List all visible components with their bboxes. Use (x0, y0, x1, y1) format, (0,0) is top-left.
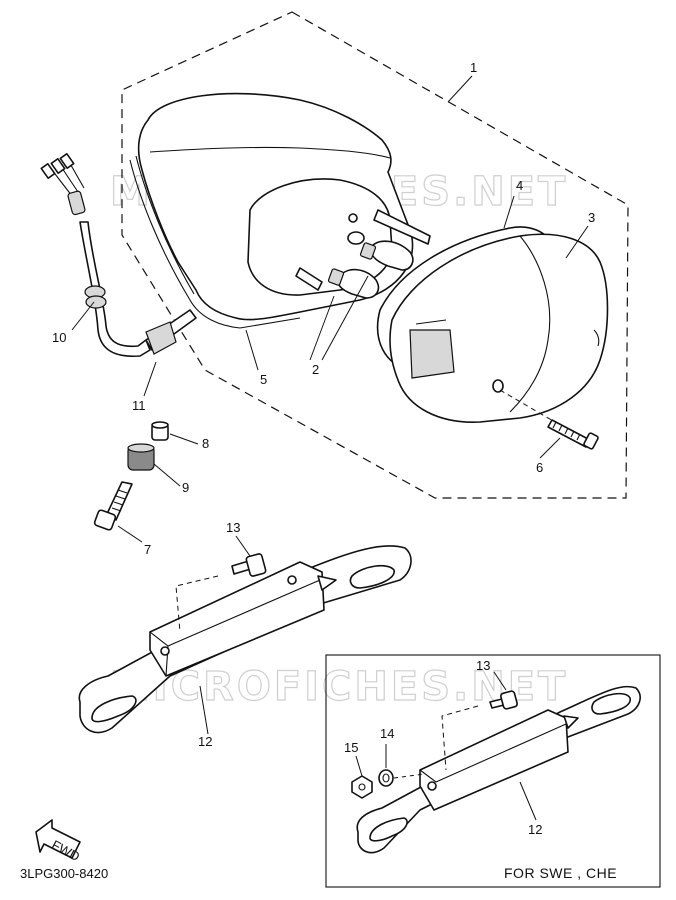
callout-12-main: 12 (198, 734, 212, 749)
callout-5: 5 (260, 372, 267, 387)
license-bracket-inset (356, 685, 641, 854)
callout-8: 8 (202, 436, 209, 451)
callout-4: 4 (516, 178, 523, 193)
bracket-bolt-main (175, 553, 267, 633)
mounting-bolt (93, 481, 133, 531)
lens-screw (499, 389, 599, 450)
bracket-bolt-inset (441, 690, 518, 771)
washer-inset (378, 769, 425, 787)
callout-7: 7 (144, 542, 151, 557)
assembly-outline (121, 11, 629, 499)
damper (127, 443, 155, 471)
callout-13-inset: 13 (476, 658, 490, 673)
callout-9: 9 (182, 480, 189, 495)
callout-13-main: 13 (226, 520, 240, 535)
callout-12-inset: 12 (528, 822, 542, 837)
callout-15-inset: 15 (344, 740, 358, 755)
part-code: 3LPG300-8420 (20, 866, 108, 881)
collar (151, 421, 169, 441)
fwd-arrow-icon: FWD (35, 819, 82, 864)
tail-light-base (129, 92, 431, 329)
license-bracket-main (78, 545, 412, 734)
callout-10: 10 (52, 330, 66, 345)
bulbs (327, 240, 414, 299)
tail-light-lens (389, 233, 609, 423)
callout-14-inset: 14 (380, 726, 394, 741)
wire-harness (40, 152, 197, 357)
callout-6: 6 (536, 460, 543, 475)
callout-11: 11 (132, 398, 146, 413)
callout-1: 1 (470, 60, 477, 75)
callout-3: 3 (588, 210, 595, 225)
callout-2: 2 (312, 362, 319, 377)
variant-inset-box (325, 654, 661, 888)
variant-region-label: FOR SWE , CHE (504, 865, 617, 881)
callout-leaders (71, 75, 589, 821)
nut-inset (351, 775, 373, 799)
